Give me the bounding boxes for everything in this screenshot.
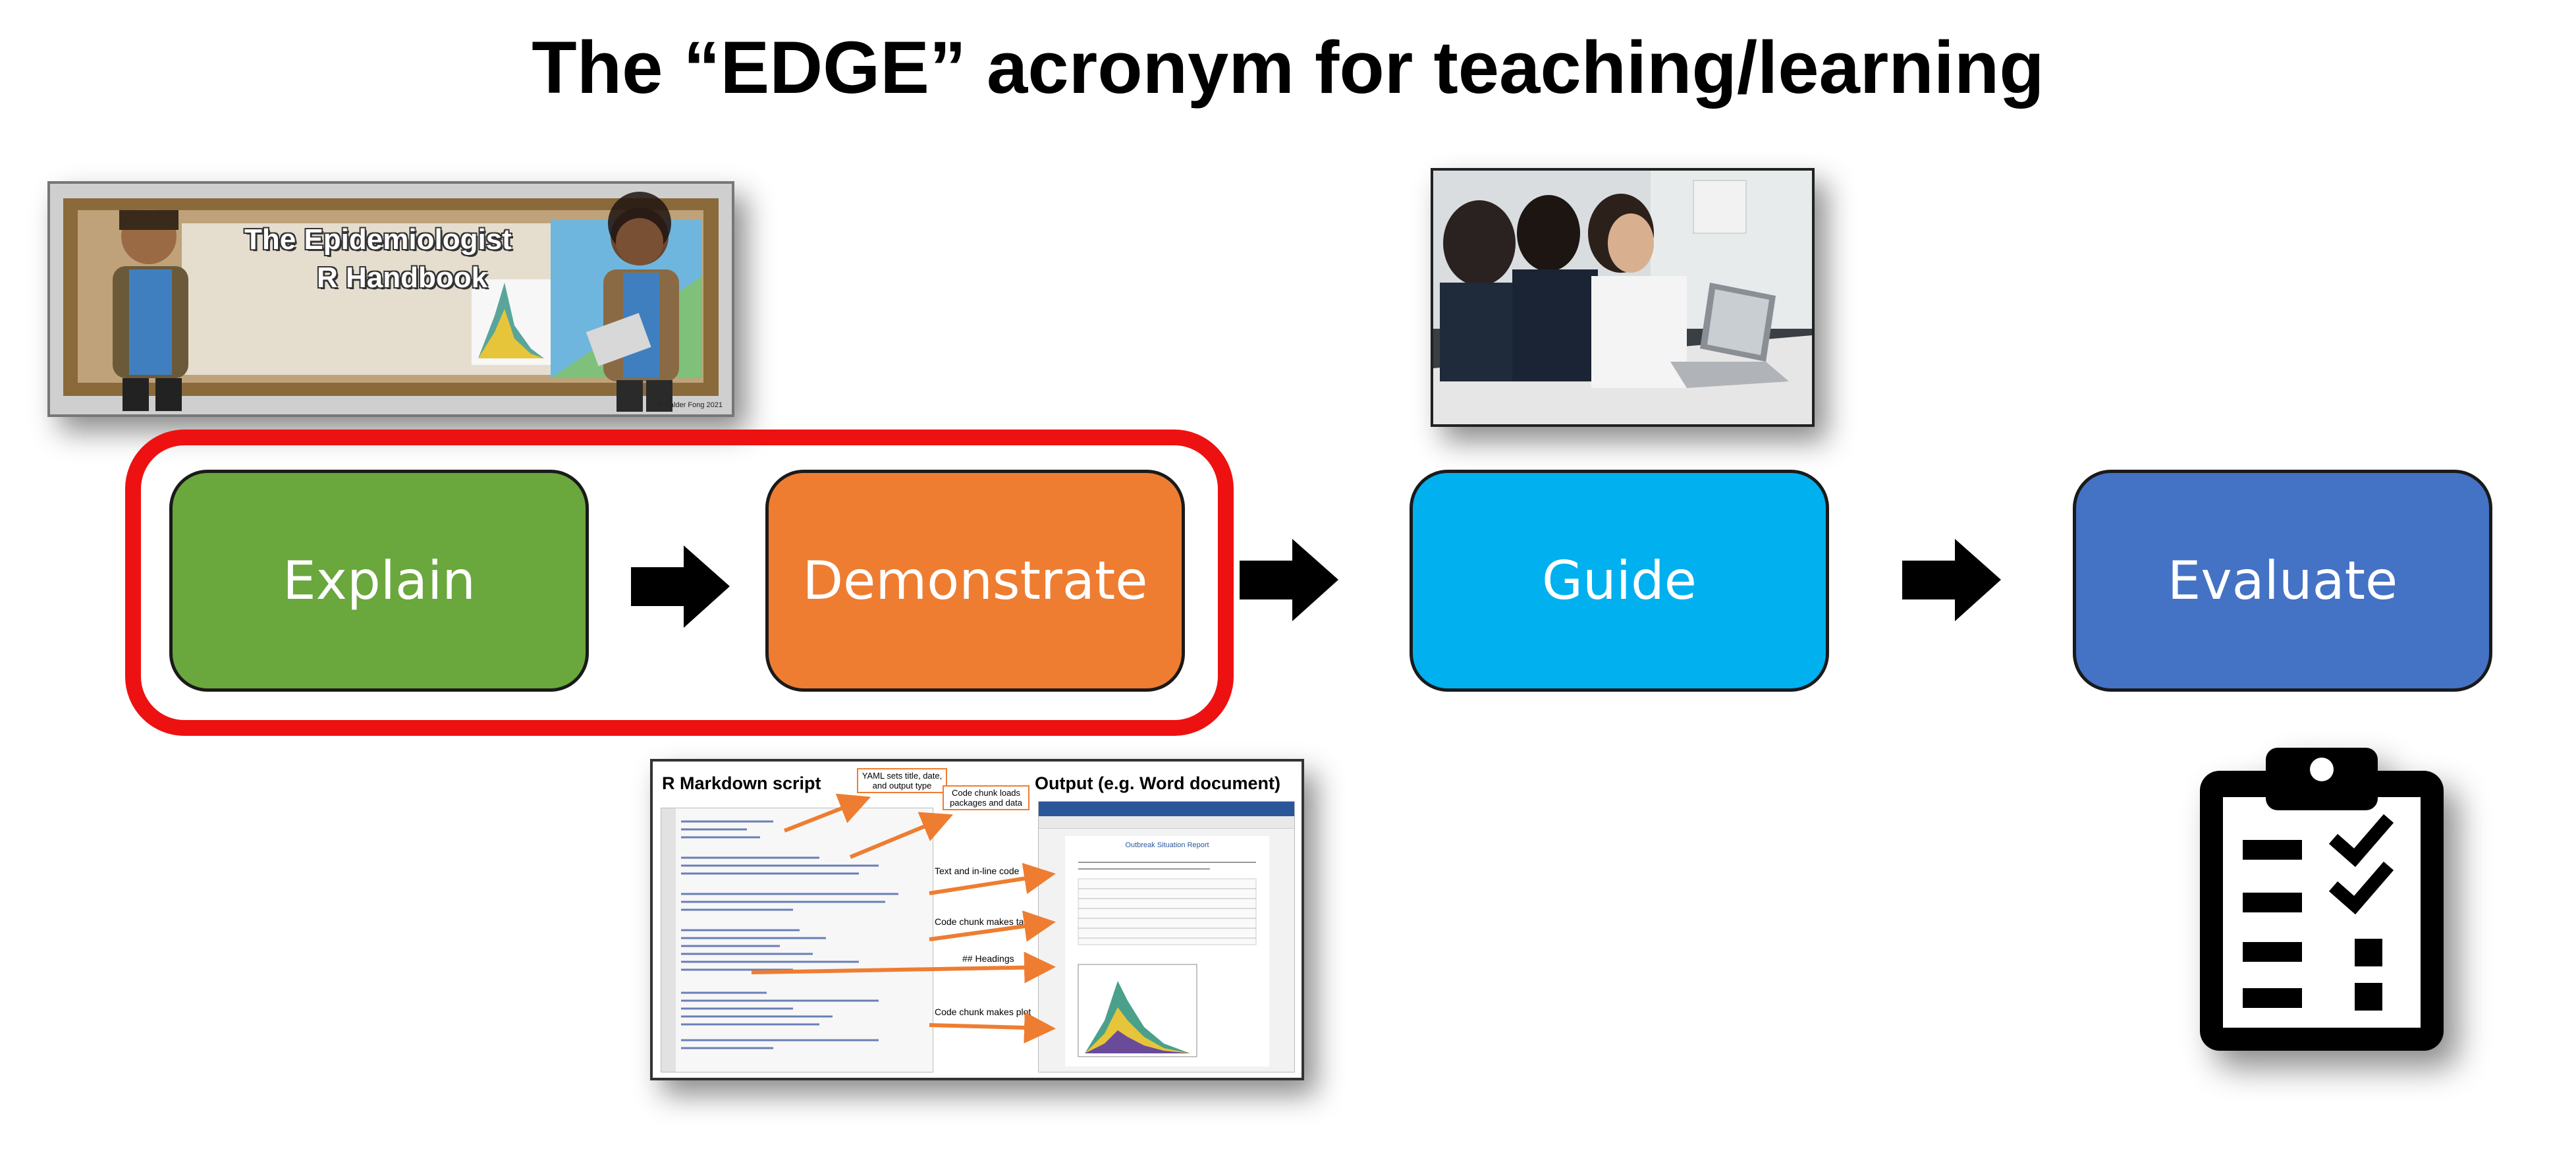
output-document-content <box>1078 862 1257 1057</box>
annotation-arrows <box>751 793 1056 1043</box>
rmarkdown-output-panel: Outbreak Situation Report <box>1038 801 1295 1072</box>
lab-photo <box>1431 168 1815 427</box>
clipboard-checklist-icon <box>2193 744 2450 1054</box>
annotation-yaml: YAML sets title, date, and output type <box>857 768 947 793</box>
step-evaluate-label: Evaluate <box>2167 550 2398 611</box>
step-explain-label: Explain <box>283 550 476 611</box>
lab-photo-illustration <box>1433 171 1812 424</box>
handbook-banner-image: The Epidemiologist R Handbook © Calder F… <box>47 181 734 417</box>
annotation-headings: ## Headings <box>962 953 1014 964</box>
step-evaluate: Evaluate <box>2073 470 2492 692</box>
right-arrow-icon <box>1240 539 1338 621</box>
output-report-title: Outbreak Situation Report <box>1125 841 1209 849</box>
rmarkdown-output-header: Output (e.g. Word document) <box>1035 773 1280 793</box>
step-demonstrate: Demonstrate <box>765 470 1185 692</box>
rmarkdown-example-image: R Markdown script Output (e.g. Word docu… <box>650 759 1304 1080</box>
explain-demonstrate-highlight <box>125 430 1234 736</box>
handbook-banner-illustration <box>63 192 719 412</box>
right-arrow-icon <box>631 545 730 628</box>
handbook-credit: © Calder Fong 2021 <box>657 401 723 409</box>
rmarkdown-script-panel <box>661 808 933 1072</box>
diagram-title: The “EDGE” acronym for teaching/learning <box>532 26 2044 109</box>
step-guide-label: Guide <box>1542 550 1697 611</box>
step-guide: Guide <box>1410 470 1829 692</box>
right-arrow-icon <box>1902 539 2001 621</box>
step-explain: Explain <box>169 470 589 692</box>
annotation-text-inline: Text and in-line code <box>935 866 1020 876</box>
annotation-code-chunk-load: Code chunk loads packages and data <box>943 785 1029 810</box>
step-demonstrate-label: Demonstrate <box>802 550 1148 611</box>
rmarkdown-script-header: R Markdown script <box>662 773 821 793</box>
handbook-title-line2: R Handbook <box>317 262 488 294</box>
handbook-title-line1: The Epidemiologist <box>244 223 512 256</box>
annotation-plot-chunk: Code chunk makes plot <box>935 1007 1031 1017</box>
script-code-lines <box>661 808 898 1072</box>
annotation-table-chunk: Code chunk makes table <box>935 916 1037 927</box>
